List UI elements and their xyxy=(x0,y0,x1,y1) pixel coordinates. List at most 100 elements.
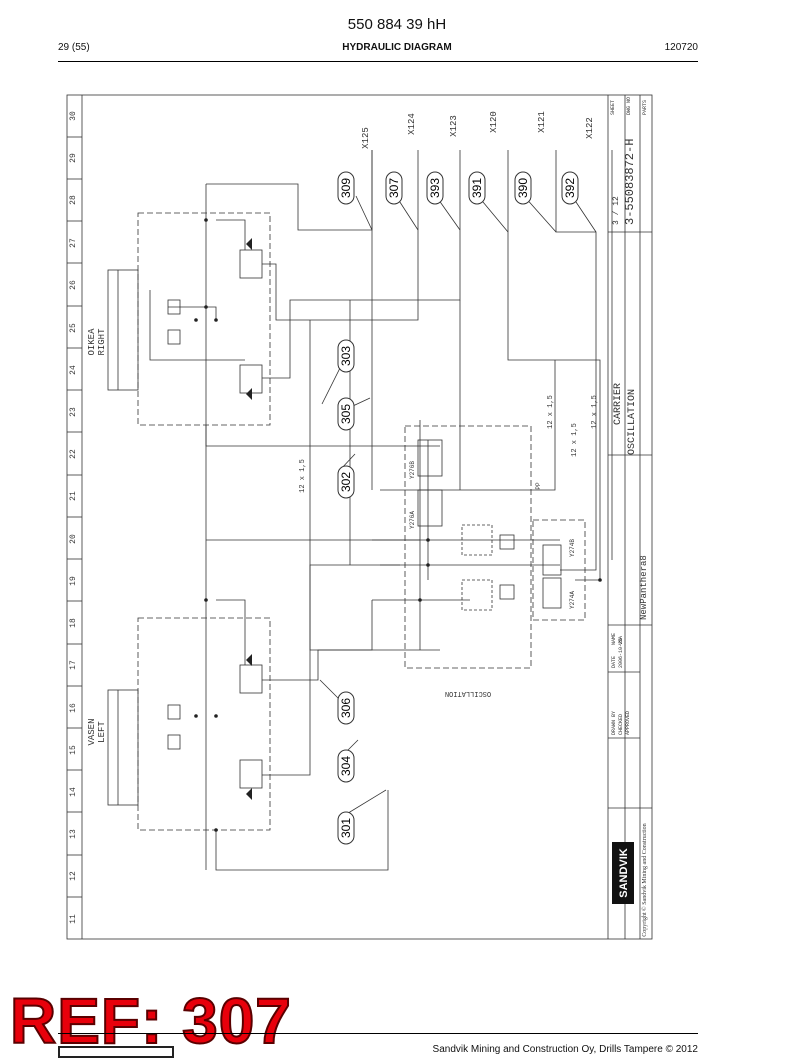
column-number: 17 xyxy=(69,660,78,670)
title-carrier: CARRIER xyxy=(613,383,624,425)
label-parts: PARTS xyxy=(642,100,648,115)
label-left: LEFT xyxy=(97,721,107,743)
svg-text:303: 303 xyxy=(339,346,353,366)
column-number: 16 xyxy=(69,703,78,713)
drawing-frame xyxy=(66,94,653,940)
callouts: 309 307 393 391 390 392 303 305 302 306 … xyxy=(337,171,579,845)
label-approved: APPROVED xyxy=(625,711,631,735)
callout-301: 301 xyxy=(337,811,355,845)
callout-302: 302 xyxy=(337,465,355,499)
date-value: 2006-10-26 xyxy=(618,638,624,668)
valve-y276b xyxy=(417,439,443,477)
column-number: 24 xyxy=(69,365,78,375)
column-number: 22 xyxy=(69,449,78,459)
callout-390: 390 xyxy=(514,171,532,205)
svg-text:391: 391 xyxy=(470,178,484,198)
callout-392: 392 xyxy=(561,171,579,205)
left-valve-block xyxy=(137,617,271,831)
created-in: NewPanthera8 xyxy=(639,555,649,620)
column-number: 11 xyxy=(69,914,78,924)
sandvik-logo: SANDVIK xyxy=(612,842,634,904)
label-drawn-by: DRAWN BY xyxy=(611,711,617,735)
port-pp: PP xyxy=(535,482,542,490)
left-lock-valve-a xyxy=(239,664,263,694)
callout-303: 303 xyxy=(337,339,355,373)
page-counter: 29 (55) xyxy=(58,42,90,53)
check-valve-icon xyxy=(246,654,252,666)
connector-x125: X125 xyxy=(361,127,371,149)
label-y274b: Y274B xyxy=(569,539,576,557)
block-label-oscillation: OSCILLATION xyxy=(445,689,491,697)
callout-305: 305 xyxy=(337,397,355,431)
callout-304: 304 xyxy=(337,749,355,783)
callout-391: 391 xyxy=(468,171,486,205)
ref-watermark: REF: 307 xyxy=(9,984,292,1058)
callout-306: 306 xyxy=(337,691,355,725)
valve-y274a xyxy=(542,577,562,609)
label-date: DATE xyxy=(611,656,617,668)
column-number: 27 xyxy=(69,238,78,248)
connector-x123: X123 xyxy=(449,115,459,137)
column-number: 19 xyxy=(69,576,78,586)
label-vasen: VASEN xyxy=(87,718,97,745)
header-date: 120720 xyxy=(664,42,698,53)
svg-text:307: 307 xyxy=(387,178,401,198)
label-oikea: OIKEA xyxy=(87,328,97,356)
title-oscillation: OSCILLATION xyxy=(627,389,638,455)
column-number: 29 xyxy=(69,153,78,163)
footer-logo xyxy=(58,1046,174,1058)
document-number: 550 884 39 hH xyxy=(347,16,447,33)
column-number: 30 xyxy=(69,111,78,121)
callout-307: 307 xyxy=(385,171,403,205)
label-sheet: SHEET xyxy=(610,100,616,115)
svg-text:305: 305 xyxy=(339,404,353,424)
callout-309: 309 xyxy=(337,171,355,205)
check-valve-icon xyxy=(246,238,252,250)
copyright-note: Copyright © Sandvik Mining and Construct… xyxy=(641,823,648,936)
column-number: 20 xyxy=(69,534,78,544)
svg-text:302: 302 xyxy=(339,472,353,492)
column-number: 21 xyxy=(69,491,78,501)
page-title: HYDRAULIC DIAGRAM xyxy=(342,42,452,53)
name-value: VSA xyxy=(618,636,624,645)
hose-label: 12 x 1,5 xyxy=(547,395,555,429)
label-y274a: Y274A xyxy=(569,591,576,609)
valve-y276a xyxy=(417,489,443,527)
svg-text:304: 304 xyxy=(339,756,353,776)
column-number: 23 xyxy=(69,407,78,417)
label-y276b: Y276B xyxy=(409,461,416,479)
column-number: 15 xyxy=(69,745,78,755)
svg-text:390: 390 xyxy=(516,178,530,198)
check-valve-icon xyxy=(246,388,252,400)
hose-label: 12 x 1,5 xyxy=(591,395,599,429)
svg-text:306: 306 xyxy=(339,698,353,718)
hose-label: 12 x 1,5 xyxy=(299,459,307,493)
svg-text:301: 301 xyxy=(339,818,353,838)
svg-text:393: 393 xyxy=(428,178,442,198)
connector-x122: X122 xyxy=(585,117,595,139)
column-number: 28 xyxy=(69,195,78,205)
label-name: NAME xyxy=(611,633,617,645)
connector-x121: X121 xyxy=(537,111,547,133)
column-number: 14 xyxy=(69,787,78,797)
sheet-number: 3 / 12 xyxy=(612,196,621,225)
footer-text: Sandvik Mining and Construction Oy, Dril… xyxy=(432,1044,698,1055)
hose-label: 12 x 1,5 xyxy=(571,423,579,457)
label-checked: CHECKED xyxy=(618,714,624,735)
column-number: 13 xyxy=(69,829,78,839)
check-valve-icon xyxy=(246,788,252,800)
label-y276a: Y276A xyxy=(409,511,416,529)
label-right: RIGHT xyxy=(97,328,107,356)
left-cylinder xyxy=(107,689,139,806)
callout-393: 393 xyxy=(426,171,444,205)
oscillation-valve-block xyxy=(404,425,532,669)
connector-x124: X124 xyxy=(407,113,417,135)
column-number: 26 xyxy=(69,280,78,290)
valve-y274b xyxy=(542,544,562,576)
header-rule xyxy=(58,61,698,62)
footer-rule xyxy=(58,1033,698,1034)
right-lock-valve-a xyxy=(239,249,263,279)
connector-x120: X120 xyxy=(489,111,499,133)
drawing-number: 3-55083872-H xyxy=(623,139,637,225)
